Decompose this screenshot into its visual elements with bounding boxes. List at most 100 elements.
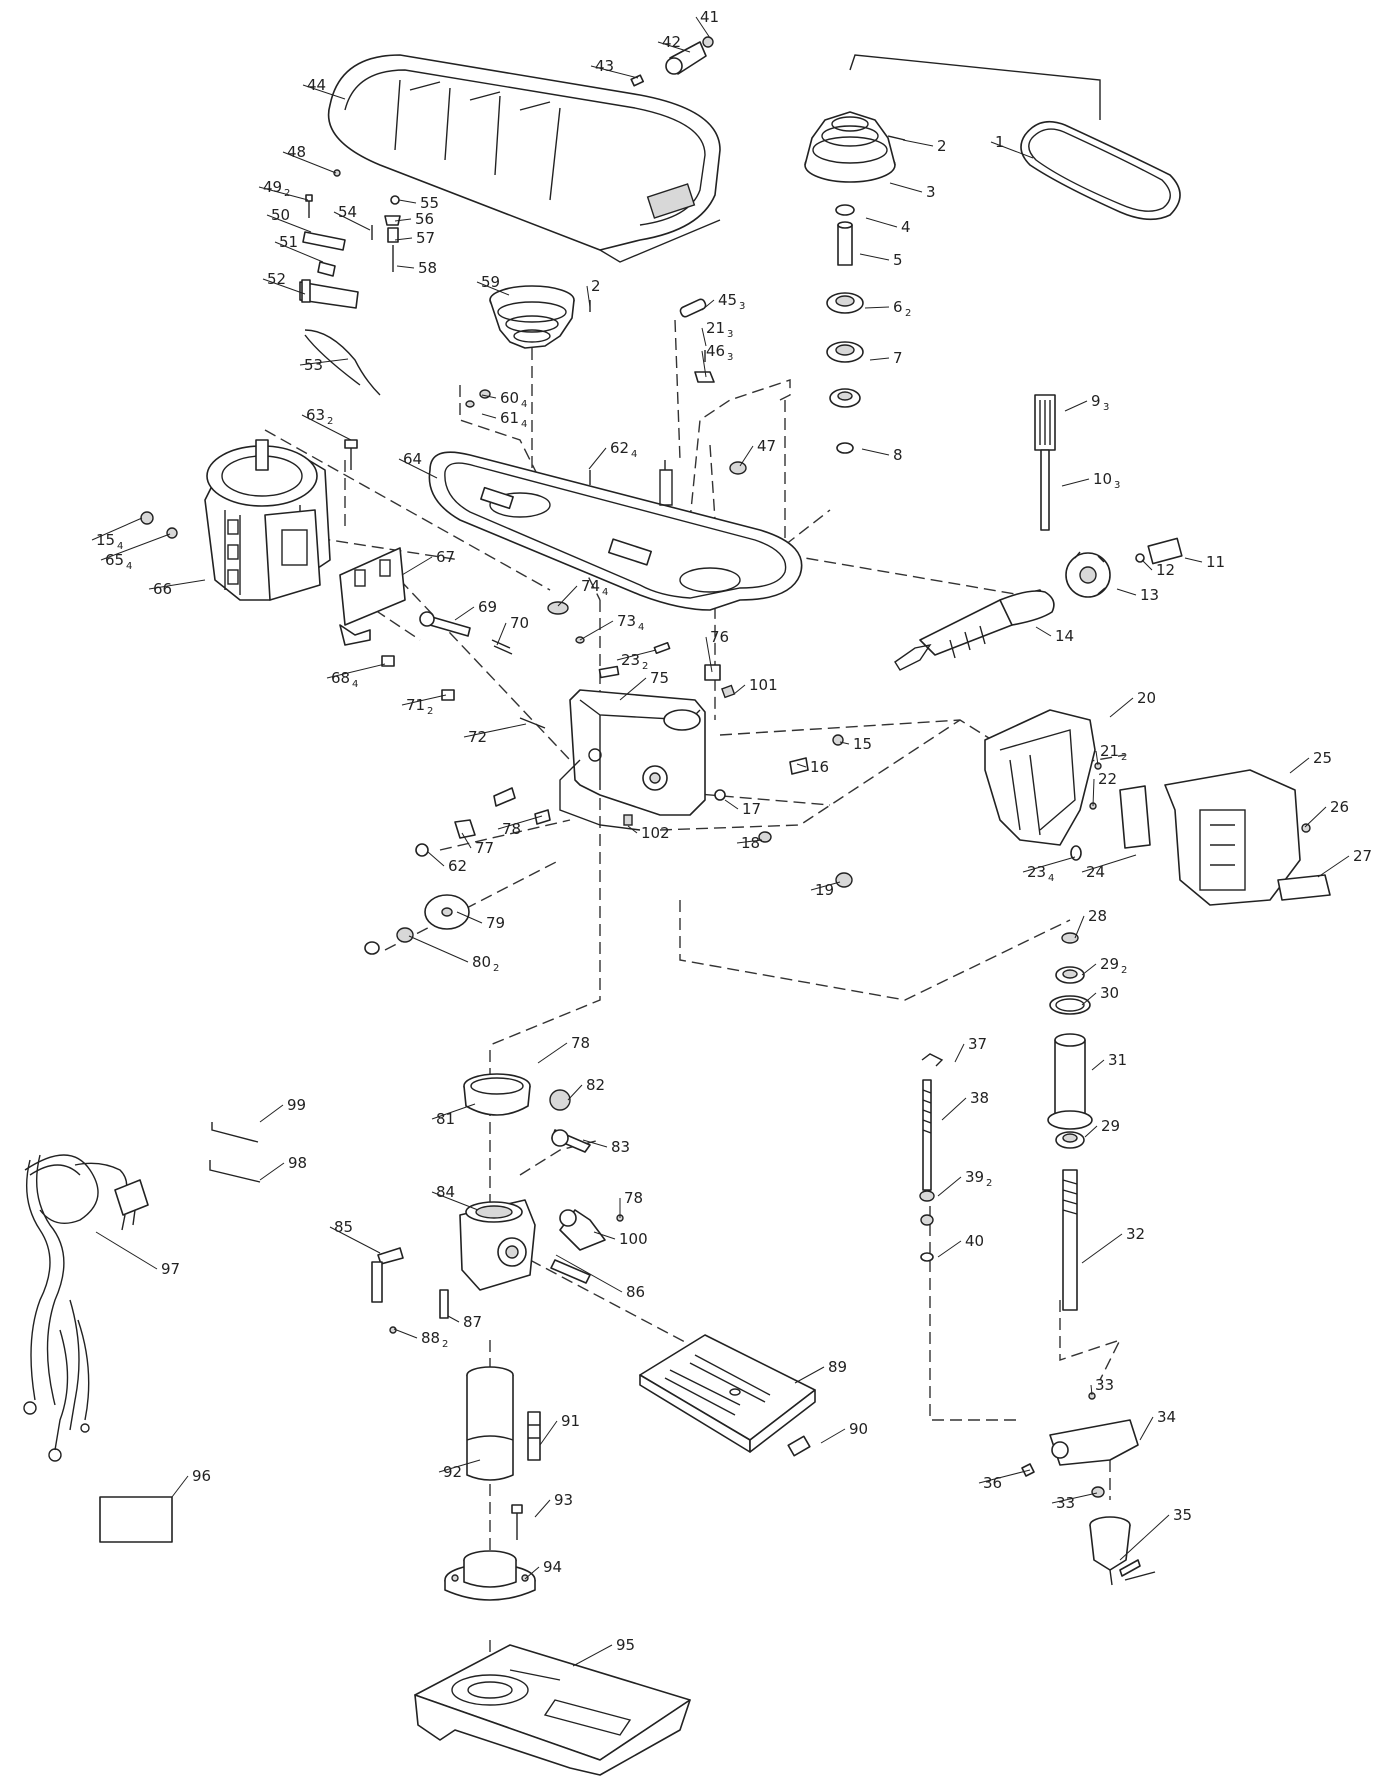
callout-3: 3 [889, 182, 936, 201]
callout-43: 43 [590, 57, 639, 79]
part-number: 27 [1353, 847, 1372, 865]
leader-line [657, 41, 691, 53]
part-number: 96 [192, 1467, 211, 1485]
chuck-guard [984, 709, 1331, 906]
callout-40: 40 [937, 1232, 984, 1258]
leader-line [810, 881, 841, 891]
part-number: 62 [610, 439, 629, 457]
leader-line [401, 694, 447, 706]
leader-line [1184, 557, 1203, 563]
part-number: 13 [1140, 586, 1159, 604]
column-flange [444, 1550, 536, 1601]
leader-line [282, 151, 337, 174]
part-number: 84 [436, 1183, 455, 1201]
leader-line [593, 1231, 616, 1240]
part-number: 34 [1157, 1408, 1176, 1426]
leader-line [902, 139, 934, 147]
leader-line [1081, 992, 1097, 1006]
part-number: 98 [288, 1154, 307, 1172]
part-number: 24 [1086, 863, 1105, 881]
callout-33: 33 [1051, 1492, 1098, 1512]
callout-98: 98 [259, 1154, 307, 1181]
leader-line [582, 1139, 608, 1148]
callout-26: 26 [1304, 798, 1349, 828]
hex-keys [209, 1122, 261, 1183]
leader-line [978, 1469, 1031, 1484]
leader-line [497, 815, 543, 830]
drill-base [414, 1644, 691, 1776]
callout-47: 47 [739, 437, 776, 467]
callout-36: 36 [978, 1469, 1031, 1492]
part-number: 37 [968, 1035, 987, 1053]
leader-line [1304, 806, 1327, 828]
part-number: 45 [718, 291, 737, 309]
part-number: 85 [334, 1218, 353, 1236]
part-quantity: 3 [1114, 480, 1120, 491]
spindle-pulley [489, 285, 591, 349]
callout-64: 64 [398, 450, 438, 479]
callout-82: 82 [567, 1076, 605, 1101]
leader-line [954, 1043, 965, 1063]
callout-54: 54 [333, 203, 371, 231]
leader-line [431, 1103, 476, 1120]
part-quantity: 4 [631, 449, 637, 460]
callout-75: 75 [619, 669, 669, 701]
leader-line [1317, 855, 1350, 878]
part-quantity: 4 [117, 541, 123, 552]
leader-line [627, 825, 638, 834]
leader-line [299, 358, 349, 366]
part-number: 89 [828, 1358, 847, 1376]
part-number: 8 [893, 446, 903, 464]
head-left-parts [415, 787, 551, 857]
leader-line [454, 606, 475, 621]
leader-line [461, 832, 472, 849]
leader-line [329, 1226, 381, 1254]
leader-line [401, 556, 433, 576]
leader-line [463, 723, 527, 738]
leader-line [534, 1499, 551, 1518]
leader-line [733, 684, 746, 695]
pulley-cover [327, 54, 721, 263]
part-quantity: 2 [327, 416, 333, 427]
leader-line [95, 1231, 158, 1270]
leader-line [394, 237, 413, 241]
power-cord [23, 1154, 149, 1462]
part-number: 62 [448, 857, 467, 875]
leader-line [539, 1420, 558, 1446]
callout-78: 78 [619, 1189, 643, 1218]
part-quantity: 4 [638, 622, 644, 633]
callout-30: 30 [1081, 984, 1119, 1006]
callout-62: 62 [427, 851, 467, 875]
leader-line [588, 447, 607, 470]
leader-line [839, 741, 850, 745]
callout-66: 66 [148, 579, 206, 598]
drive-belt [1020, 120, 1181, 221]
leader-line [1081, 1233, 1123, 1264]
leader-line [91, 517, 143, 541]
part-number: 26 [1330, 798, 1349, 816]
part-quantity: 3 [727, 352, 733, 363]
leader-line [258, 186, 309, 201]
part-number: 76 [710, 628, 729, 646]
leader-line [1064, 400, 1088, 412]
part-number: 57 [416, 229, 435, 247]
callout-93: 93 [534, 1491, 573, 1518]
callout-69: 69 [454, 598, 497, 621]
part-number: 81 [436, 1110, 455, 1128]
part-number: 66 [153, 580, 172, 598]
leader-line [456, 911, 483, 924]
part-number: 83 [611, 1138, 630, 1156]
leader-line [869, 357, 890, 361]
leader-line [739, 445, 754, 467]
callout-14: 14 [1035, 626, 1074, 645]
leader-line [1081, 963, 1097, 976]
belt-tension-pin [679, 298, 715, 383]
part-number: 19 [815, 881, 834, 899]
callout-4: 4 [865, 217, 911, 236]
leader-line [619, 677, 647, 701]
